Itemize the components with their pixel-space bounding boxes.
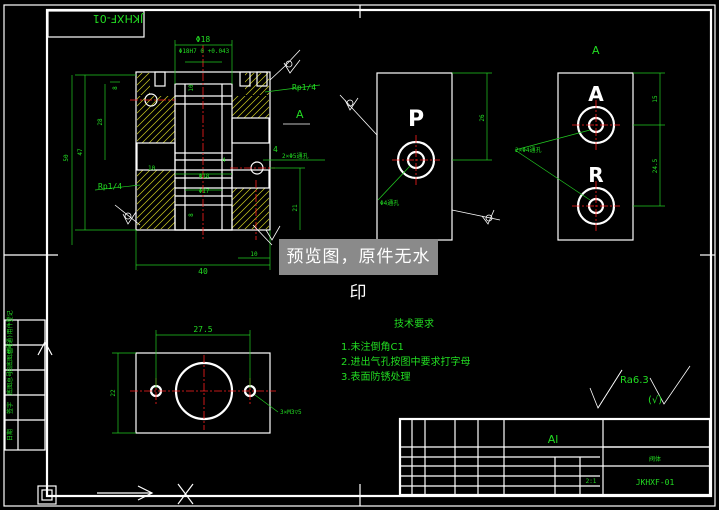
svg-text:50: 50 — [63, 154, 70, 162]
hatch-line — [279, 70, 439, 230]
hatch-line — [286, 70, 446, 230]
hatch-line — [0, 70, 117, 230]
hatch-line — [208, 73, 269, 229]
svg-text:15: 15 — [652, 95, 659, 103]
scale-cell: 2:1 — [586, 478, 597, 485]
material-cell: Al — [548, 433, 559, 446]
svg-text:Φ18H7 0 +0.043: Φ18H7 0 +0.043 — [179, 48, 230, 55]
svg-text:28: 28 — [97, 118, 104, 126]
hatch-line — [412, 70, 572, 230]
svg-text:Φ4通孔: Φ4通孔 — [380, 199, 399, 207]
svg-text:Rp1/4: Rp1/4 — [292, 83, 316, 92]
hatch-line — [137, 73, 167, 229]
svg-text:4: 4 — [222, 157, 226, 164]
svg-text:3×M3▽5: 3×M3▽5 — [280, 409, 302, 416]
svg-text:10: 10 — [148, 165, 156, 172]
tech-item-1: 1.未注倒角C1 — [341, 340, 404, 353]
svg-text:47: 47 — [77, 148, 84, 156]
hatch-line — [0, 70, 110, 230]
hatch-line — [0, 70, 131, 230]
svg-text:日期: 日期 — [6, 429, 14, 441]
svg-text:22: 22 — [110, 389, 117, 397]
hatch-line — [342, 70, 502, 230]
hatch-line — [229, 73, 269, 229]
hatch-line — [137, 73, 139, 229]
title-block: Al 阀体 JKHXF-01 2:1 — [398, 417, 712, 497]
hatch-line — [335, 70, 495, 230]
hatch-line — [0, 70, 103, 230]
svg-text:27.5: 27.5 — [193, 325, 212, 334]
ar-port-view: A A R 15 24.5 2×Φ4通孔 — [514, 44, 665, 241]
svg-text:10: 10 — [250, 251, 258, 258]
hatch-line — [137, 73, 195, 229]
hatch-line — [137, 73, 202, 229]
bottom-plan-view: 27.5 22 3×M3▽5 — [110, 325, 302, 434]
svg-text:借(通)用件登记: 借(通)用件登记 — [6, 310, 14, 353]
hatch-line — [222, 73, 269, 229]
svg-text:Ra6.3: Ra6.3 — [620, 375, 649, 386]
left-margin-table: 借(通)用件登记 旧底图总号 底图总号 签字 日期 — [4, 310, 46, 451]
svg-text:签字: 签字 — [6, 402, 14, 414]
svg-text:Φ18: Φ18 — [196, 35, 211, 44]
svg-text:2×Φ4通孔: 2×Φ4通孔 — [515, 146, 541, 154]
hatch-line — [426, 70, 586, 230]
hatch-line — [137, 73, 146, 229]
hatch-line — [137, 73, 153, 229]
tech-item-3: 3.表面防锈处理 — [341, 370, 411, 383]
hatch-line — [328, 70, 488, 230]
svg-text:Φ18: Φ18 — [199, 173, 210, 180]
hatch-line — [137, 73, 181, 229]
view-label-top: A — [592, 44, 600, 57]
tech-item-2: 2.进出气孔按图中要求打字母 — [341, 355, 471, 368]
hatch-line — [215, 73, 269, 229]
hatch-line — [433, 70, 593, 230]
hatch-line — [349, 70, 509, 230]
roughness-symbol: Ra6.3 (√) — [589, 365, 691, 409]
svg-text:10: 10 — [188, 84, 195, 92]
p-port-view: P 26 Φ4通孔 — [339, 72, 501, 241]
svg-text:24.5: 24.5 — [652, 158, 659, 173]
hatch-line — [419, 70, 579, 230]
port-letter-p: P — [408, 107, 424, 132]
svg-text:26: 26 — [479, 114, 486, 122]
svg-text:2×Φ5通孔: 2×Φ5通孔 — [282, 152, 308, 160]
code-rotated-text: JKHXF-01 — [93, 12, 145, 25]
svg-text:8: 8 — [188, 213, 195, 217]
svg-text:Φ17: Φ17 — [199, 188, 210, 195]
svg-text:底图总号: 底图总号 — [6, 371, 14, 395]
svg-text:旧底图总号: 旧底图总号 — [6, 343, 14, 373]
hatch-line — [137, 73, 188, 229]
svg-text:4: 4 — [273, 145, 278, 154]
hatch-line — [201, 73, 269, 229]
svg-text:Rp1/4: Rp1/4 — [98, 182, 122, 191]
tech-title: 技术要求 — [394, 317, 434, 330]
svg-text:8: 8 — [112, 86, 119, 90]
watermark-banner: 预览图，原件无水印 — [279, 239, 438, 303]
svg-text:40: 40 — [198, 267, 208, 276]
port-letter-a: A — [588, 82, 604, 106]
inner-frame — [45, 8, 713, 498]
view-label-section: A — [296, 108, 304, 121]
svg-text:(√): (√) — [648, 395, 662, 406]
hatch-line — [0, 70, 124, 230]
drawing-code-cell: JKHXF-01 — [636, 478, 675, 487]
tech-requirements: 技术要求 1.未注倒角C1 2.进出气孔按图中要求打字母 3.表面防锈处理 — [341, 317, 471, 383]
main-view-dimensions: Φ18 Φ18H7 0 +0.043 10 8 28 47 50 4 10 Φ1… — [63, 35, 325, 276]
code-box — [47, 10, 145, 38]
svg-text:21: 21 — [292, 204, 299, 212]
hatch-line — [145, 73, 269, 229]
hatch-line — [236, 73, 269, 229]
hatch-line — [293, 70, 453, 230]
part-name-cell: 阀体 — [649, 455, 661, 463]
port-letter-r: R — [588, 163, 603, 187]
